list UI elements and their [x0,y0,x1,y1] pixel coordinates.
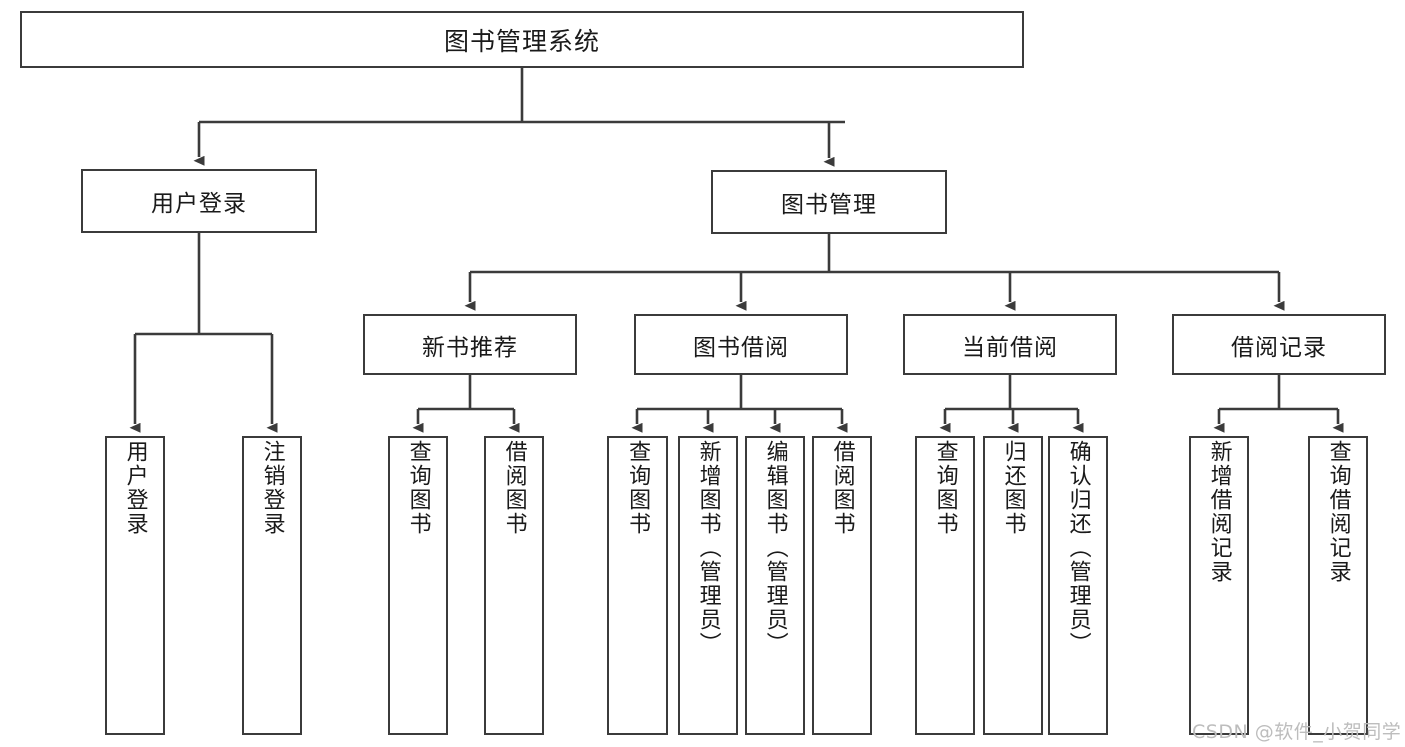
node-user-login[interactable]: 用户登录 [81,169,317,233]
node-user-login-label: 用户登录 [151,191,247,217]
leaf-borrow-borrow-book-label: 借阅图书 [829,440,855,536]
leaf-current-return[interactable]: 归还图书 [983,436,1043,735]
leaf-records-query[interactable]: 查询借阅记录 [1308,436,1368,735]
node-root[interactable]: 图书管理系统 [20,11,1024,68]
node-root-label: 图书管理系统 [443,26,600,56]
leaf-records-add-label: 新增借阅记录 [1206,440,1232,584]
leaf-records-add[interactable]: 新增借阅记录 [1189,436,1249,735]
leaf-borrow-edit-book[interactable]: 编辑图书（管理员） [745,436,805,735]
node-book-management-label: 图书管理 [781,192,877,218]
leaf-borrow-add-book-label: 新增图书（管理员） [695,440,721,656]
leaf-user-logout[interactable]: 注销登录 [242,436,302,735]
leaf-newbook-borrow-label: 借阅图书 [501,440,527,536]
leaf-user-login-label: 用户登录 [122,440,148,536]
node-current-borrow[interactable]: 当前借阅 [903,314,1117,375]
node-borrow-records[interactable]: 借阅记录 [1172,314,1386,375]
leaf-user-login[interactable]: 用户登录 [105,436,165,735]
node-book-borrow[interactable]: 图书借阅 [634,314,848,375]
node-book-borrow-label: 图书借阅 [693,334,789,361]
node-new-book-recommend-label: 新书推荐 [422,334,518,361]
leaf-user-logout-label: 注销登录 [259,440,285,536]
leaf-newbook-query-label: 查询图书 [405,440,431,536]
leaf-newbook-query[interactable]: 查询图书 [388,436,448,735]
leaf-current-query-label: 查询图书 [932,440,958,536]
leaf-newbook-borrow[interactable]: 借阅图书 [484,436,544,735]
leaf-borrow-query-label: 查询图书 [625,440,651,536]
leaf-borrow-edit-book-label: 编辑图书（管理员） [762,440,788,656]
leaf-borrow-borrow-book[interactable]: 借阅图书 [812,436,872,735]
node-new-book-recommend[interactable]: 新书推荐 [363,314,577,375]
leaf-current-confirm-return-label: 确认归还（管理员） [1065,440,1091,656]
leaf-records-query-label: 查询借阅记录 [1325,440,1351,584]
leaf-current-return-label: 归还图书 [1000,440,1026,536]
node-book-management[interactable]: 图书管理 [711,170,947,234]
leaf-borrow-query[interactable]: 查询图书 [607,436,668,735]
leaf-current-query[interactable]: 查询图书 [915,436,975,735]
node-borrow-records-label: 借阅记录 [1231,334,1327,361]
node-current-borrow-label: 当前借阅 [962,334,1058,361]
leaf-borrow-add-book[interactable]: 新增图书（管理员） [678,436,738,735]
csdn-watermark: CSDN @软件_小贺同学 [1192,721,1402,743]
leaf-current-confirm-return[interactable]: 确认归还（管理员） [1048,436,1108,735]
